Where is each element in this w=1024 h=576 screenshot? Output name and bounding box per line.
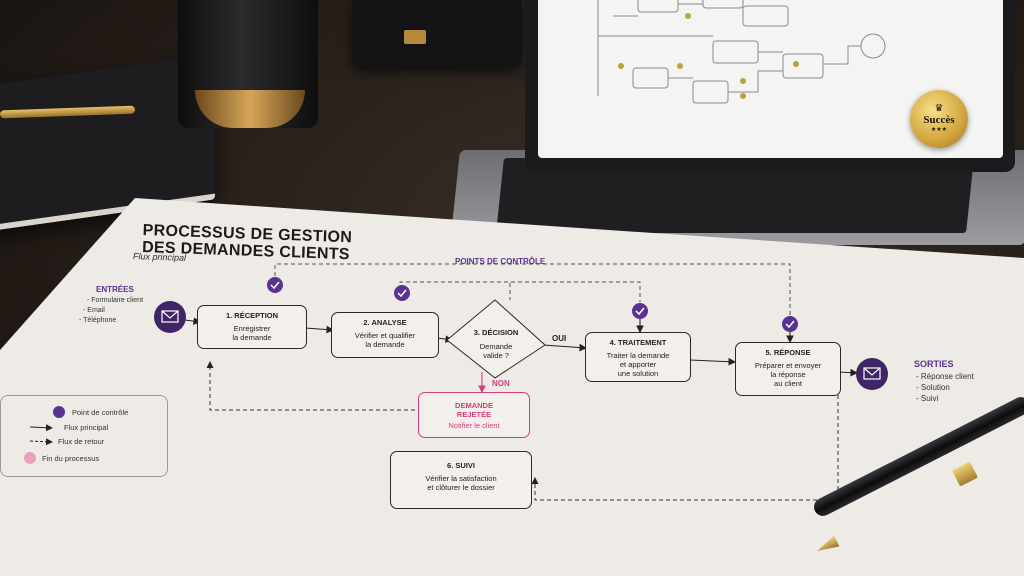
outputs-heading: SORTIES [914, 359, 954, 369]
output-item: - Suivi [916, 394, 939, 403]
stars-icon: ★★★ [930, 127, 948, 133]
checkpoints-label: POINTS DE CONTRÔLE [455, 257, 546, 266]
no-label: NON [492, 379, 510, 388]
step-traitement: 4. TRAITEMENT Traiter la demande et appo… [585, 332, 691, 382]
checkpoint-icons [267, 277, 798, 332]
step-reponse: 5. RÉPONSE Préparer et envoyer la répons… [735, 342, 841, 396]
step-reception: 1. RÉCEPTION Enregistrer la demande [197, 305, 307, 349]
success-seal: ♛ Succès ★★★ [910, 90, 968, 148]
output-item: - Solution [916, 383, 950, 392]
input-item: - Formulaire client [87, 297, 144, 304]
legend-main-flow: Flux principal [64, 423, 109, 432]
step-analyse: 2. ANALYSE Vérifier et qualifier la dema… [331, 312, 439, 358]
outputs-mail-circle [856, 358, 888, 390]
box-clasp [404, 30, 426, 44]
decision-diamond [446, 299, 546, 379]
legend-box [0, 395, 168, 477]
legend-end-icon [24, 452, 36, 464]
page-subtitle: Flux principal [132, 251, 187, 263]
legend-checkpoint: Point de contrôle [72, 408, 129, 417]
cup-gold-ring [195, 90, 305, 128]
seal-label: Succès [923, 114, 955, 126]
black-box [352, 0, 522, 66]
yes-label: OUI [552, 334, 567, 343]
legend-end: Fin du processus [42, 454, 100, 463]
crown-icon: ♛ [934, 103, 944, 114]
input-item: - Téléphone [79, 317, 117, 324]
step-suivi: 6. SUIVI Vérifier la satisfaction et clô… [390, 451, 532, 509]
inputs-heading: ENTRÉES [96, 285, 134, 294]
legend-checkpoint-icon [53, 406, 65, 418]
legend-return-flow: Flux de retour [58, 437, 105, 446]
rejected-box: DEMANDE REJETÉE Notifier le client [418, 392, 530, 438]
paper-surface [0, 198, 1024, 576]
step-decision: 3. DÉCISION Demande valide ? [473, 328, 519, 360]
input-item: - Email [83, 307, 105, 314]
inputs-mail-circle [154, 301, 186, 333]
screen-diagram [597, 0, 886, 104]
output-item: - Réponse client [916, 372, 974, 381]
